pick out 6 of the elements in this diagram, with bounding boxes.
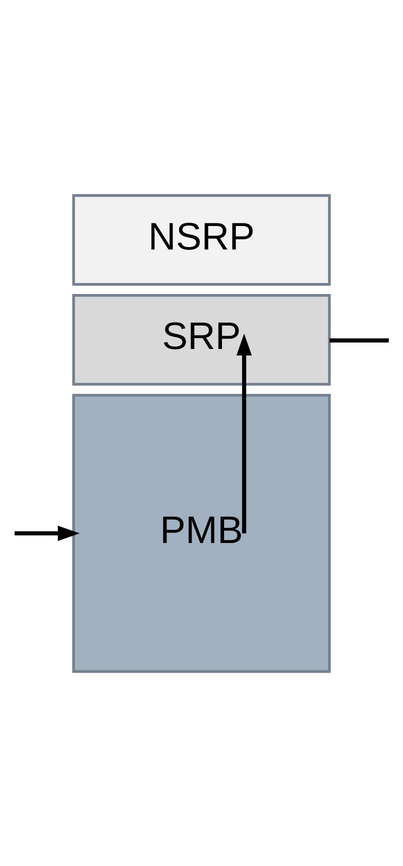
arrow <box>236 333 252 533</box>
arrow <box>14 525 80 541</box>
connector <box>330 338 389 342</box>
node-box: PMB <box>72 393 331 672</box>
node-box: NSRP <box>72 194 331 286</box>
node-box: SRP <box>72 293 331 386</box>
